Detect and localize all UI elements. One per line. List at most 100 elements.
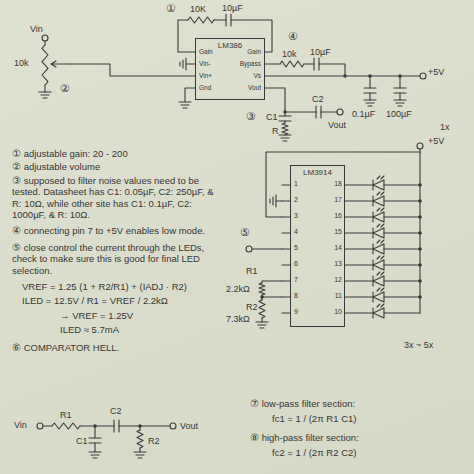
- terminal: [42, 35, 48, 41]
- junction-dot: [93, 424, 97, 428]
- wire: [282, 232, 290, 233]
- wire: [282, 280, 290, 281]
- pin-number: 2: [294, 196, 298, 204]
- capacitor-symbol: [394, 88, 406, 93]
- wire: [282, 312, 290, 313]
- wire: [262, 281, 282, 283]
- junction-dot: [418, 215, 422, 219]
- led-symbol: [373, 244, 384, 254]
- led-symbol: [373, 180, 384, 190]
- junction-dot: [138, 424, 142, 428]
- wire: [345, 296, 373, 297]
- wire: [178, 20, 195, 52]
- wire: [345, 216, 373, 217]
- formula: ILED = 12.5V / R1 = VREF / 2.2kΩ: [22, 295, 168, 306]
- led-symbol: [373, 260, 384, 270]
- junction-dot: [418, 199, 422, 203]
- terminal: [37, 423, 43, 429]
- wire: [185, 88, 195, 102]
- capacitor-symbol: [89, 438, 101, 443]
- component-value: R1: [60, 410, 72, 421]
- component-value: +5V: [428, 67, 444, 78]
- wire: [384, 216, 420, 217]
- pin-number: 7: [294, 276, 298, 284]
- pin-number: 18: [334, 180, 342, 188]
- wire: [70, 64, 195, 76]
- pin-label: Vin-: [199, 60, 210, 68]
- wire: [319, 64, 345, 76]
- led-light: [377, 256, 384, 259]
- wire: [80, 425, 114, 426]
- pin-label: Bypass: [240, 60, 261, 68]
- wire: [345, 248, 373, 249]
- wire: [321, 111, 337, 112]
- wire: [252, 248, 282, 249]
- wire: [119, 425, 170, 426]
- ground-symbol: [279, 135, 291, 141]
- note-text: ⑤ close control the current through the …: [12, 242, 217, 276]
- formula: VREF = 1.25 (1 + R2/R1) + (IADJ · R2): [22, 281, 187, 292]
- junction-dot: [418, 231, 422, 235]
- wire: [384, 232, 420, 233]
- pin-label: Gnd: [199, 84, 211, 92]
- junction-dot: [398, 74, 402, 78]
- capacitor-symbol: [314, 58, 319, 70]
- resistor-symbol: [259, 300, 265, 318]
- component-value: C2: [312, 94, 324, 105]
- component-value: 10µF: [222, 3, 243, 14]
- capacitor-symbol: [364, 88, 376, 93]
- component-value: 0.1µF: [352, 109, 375, 120]
- note-text: ④ connecting pin 7 to +5V enables low mo…: [12, 225, 217, 236]
- capacitor-symbol: [226, 14, 231, 26]
- wire: [345, 280, 373, 281]
- terminal: [170, 423, 176, 429]
- terminal: [246, 246, 252, 252]
- led-light: [377, 304, 384, 307]
- junction-dot: [418, 295, 422, 299]
- junction-dot: [260, 295, 264, 299]
- junction-dot: [418, 247, 422, 251]
- ground-symbol: [256, 322, 268, 328]
- pin-number: 11: [335, 292, 342, 300]
- wire: [304, 63, 314, 64]
- note-text: ⑦ low-pass filter section:: [250, 398, 355, 409]
- resistor-symbol: [280, 61, 304, 67]
- formula: ILED ≈ 5.7mA: [60, 324, 119, 335]
- component-value: 10K: [190, 4, 206, 15]
- wire: [186, 63, 195, 64]
- component-value: 10µF: [310, 47, 331, 58]
- component-value: 10k: [14, 58, 29, 69]
- wire: [384, 200, 420, 201]
- led-light: [377, 288, 384, 291]
- pin-number: 3: [294, 212, 298, 220]
- component-value: R1: [246, 266, 258, 277]
- component-value: C1: [76, 436, 88, 447]
- pin-number: 16: [334, 212, 342, 220]
- junction-dot: [368, 74, 372, 78]
- pin-number: 15: [334, 228, 342, 236]
- pin-number: 14: [334, 244, 342, 252]
- note-text: ⑥ COMPARATOR HELL.: [12, 342, 119, 353]
- terminal: [337, 109, 343, 115]
- component-value: 100µF: [386, 109, 412, 120]
- wire: [369, 76, 370, 88]
- component-value: Vout: [180, 421, 198, 432]
- component-value: R2: [246, 302, 258, 313]
- wire: [345, 200, 373, 201]
- wire: [214, 19, 226, 20]
- ground-symbol: [39, 92, 51, 98]
- ground-symbol: [134, 452, 146, 458]
- wire: [262, 295, 282, 297]
- note-text: ⑧ high-pass filter section:: [250, 432, 359, 443]
- formula: → VREF = 1.25V: [60, 310, 133, 321]
- led-light: [377, 272, 384, 275]
- pin-number: 6: [294, 260, 298, 268]
- led-symbol: [373, 196, 384, 206]
- wire: [139, 448, 140, 452]
- wire: [44, 41, 45, 45]
- formula: fc1 = 1 / (2π R1 C1): [272, 413, 356, 424]
- capacitor-symbol: [316, 106, 321, 118]
- terminal: [417, 143, 423, 149]
- component-value: 10k: [282, 49, 297, 60]
